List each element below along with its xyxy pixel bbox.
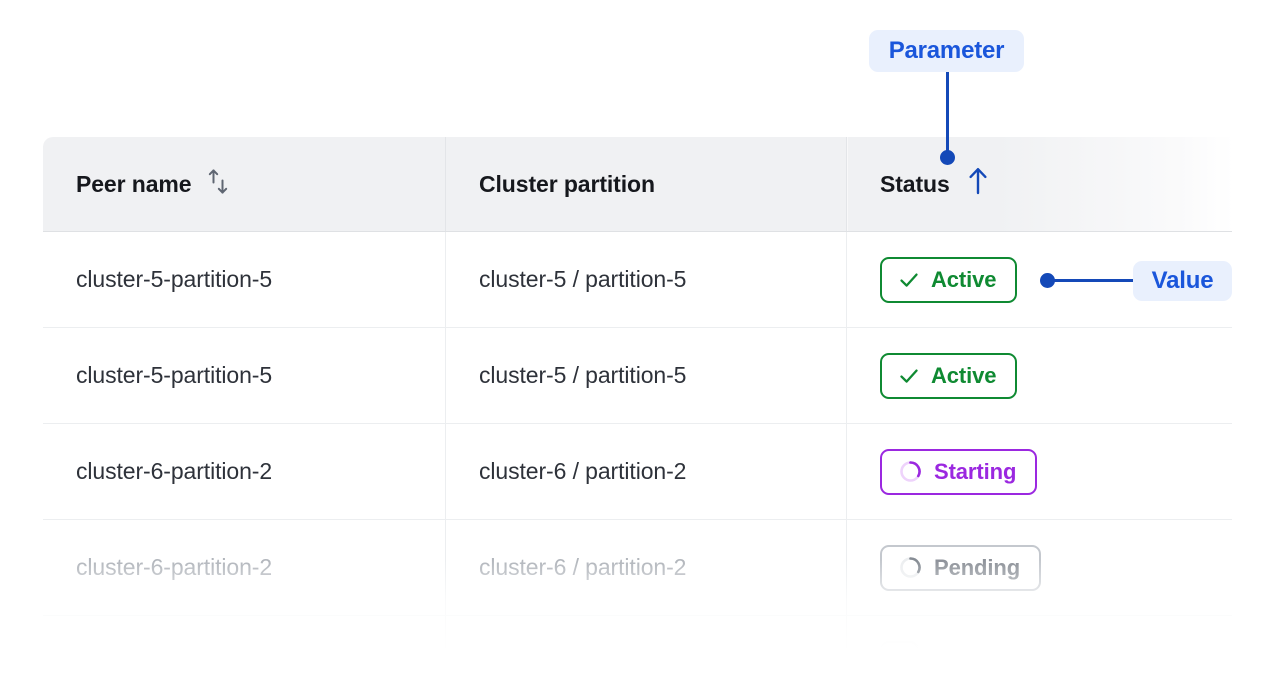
cell-peer-name	[42, 615, 446, 688]
table-body: cluster-5-partition-5 cluster-5 / partit…	[42, 231, 1232, 688]
table-row[interactable]: cluster-6-partition-2 cluster-6 / partit…	[42, 423, 1232, 520]
status-label: Pending	[934, 554, 1021, 580]
cell-cluster-partition: cluster-5 / partition-5	[445, 327, 847, 424]
status-label: Active	[931, 362, 997, 388]
check-icon	[898, 269, 920, 291]
cell-status: Active	[846, 327, 1232, 424]
cell-cluster-partition: cluster-6 / partition-2	[445, 423, 847, 520]
status-badge-faint	[880, 640, 919, 687]
table-row[interactable]: cluster-6-partition-2 cluster-6 / partit…	[42, 519, 1232, 616]
cell-cluster-partition: cluster-6 / partition-2	[445, 519, 847, 616]
column-header-label: Cluster partition	[479, 170, 655, 197]
peers-table-container: Peer name	[42, 136, 1232, 688]
table-header-row: Peer name	[42, 137, 1232, 232]
cell-status	[846, 615, 1232, 688]
annotation-value: Value	[1133, 261, 1232, 301]
status-badge-starting: Starting	[880, 448, 1038, 495]
column-header-cluster-partition[interactable]: Cluster partition	[445, 137, 847, 232]
cell-cluster-partition: cluster-5 / partition-5	[445, 231, 847, 328]
status-badge-active: Active	[880, 256, 1018, 303]
value-connector-line	[1046, 279, 1136, 282]
status-badge-active: Active	[880, 352, 1018, 399]
arrow-up-icon[interactable]	[964, 166, 992, 202]
cell-peer-name: cluster-5-partition-5	[42, 231, 446, 328]
cell-peer-name: cluster-6-partition-2	[42, 519, 446, 616]
check-icon	[898, 365, 920, 387]
parameter-connector-line	[946, 72, 949, 157]
annotation-parameter: Parameter	[869, 30, 1024, 72]
parameter-connector-dot	[940, 150, 955, 165]
status-label: Starting	[934, 458, 1017, 484]
cell-peer-name: cluster-5-partition-5	[42, 327, 446, 424]
table-row[interactable]	[42, 615, 1232, 688]
column-header-peer-name[interactable]: Peer name	[42, 137, 446, 232]
cell-cluster-partition	[445, 615, 847, 688]
cell-peer-name: cluster-6-partition-2	[42, 423, 446, 520]
column-header-label: Status	[880, 170, 950, 197]
table-header: Peer name	[42, 137, 1232, 232]
status-label: Active	[931, 266, 997, 292]
cell-status: Pending	[846, 519, 1232, 616]
column-header-status[interactable]: Status	[846, 137, 1232, 232]
spinner-icon	[898, 459, 923, 484]
value-connector-dot	[1040, 273, 1055, 288]
status-badge-pending: Pending	[880, 544, 1042, 591]
peers-table: Peer name	[42, 136, 1232, 688]
table-row[interactable]: cluster-5-partition-5 cluster-5 / partit…	[42, 327, 1232, 424]
sort-updown-icon[interactable]	[205, 168, 231, 201]
spinner-icon	[898, 555, 923, 580]
cell-status: Starting	[846, 423, 1232, 520]
column-header-label: Peer name	[76, 170, 192, 197]
